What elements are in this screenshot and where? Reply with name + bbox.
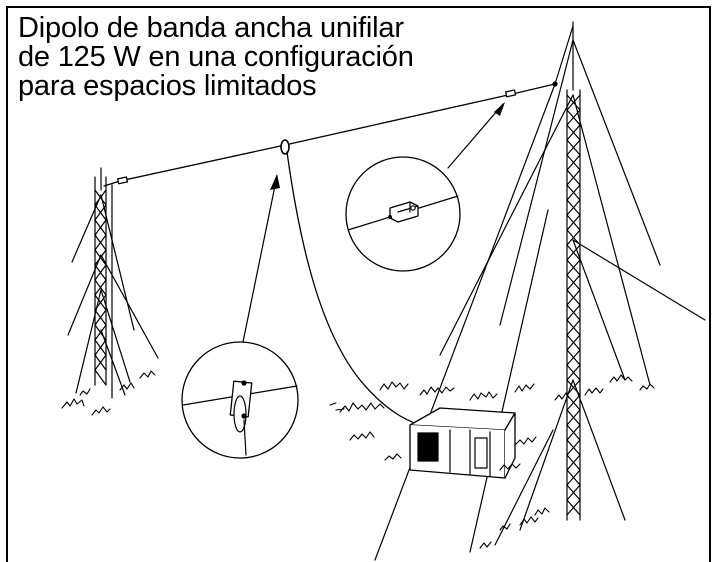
title-line-3: para espacios limitados xyxy=(18,70,317,102)
callout-balun-detail xyxy=(181,174,299,459)
left-tower xyxy=(61,167,159,416)
diagram-frame xyxy=(6,6,711,562)
title-line-1: Dipolo de banda ancha unifilar xyxy=(18,12,404,44)
diagram-title: Dipolo de banda ancha unifilar de 125 W … xyxy=(18,14,414,101)
title-line-2: de 125 W en una configuración xyxy=(18,41,414,73)
callout-insulator-detail xyxy=(345,102,505,272)
right-tower xyxy=(374,21,706,561)
dipole-wire xyxy=(103,25,574,426)
radio-shack xyxy=(329,381,537,479)
